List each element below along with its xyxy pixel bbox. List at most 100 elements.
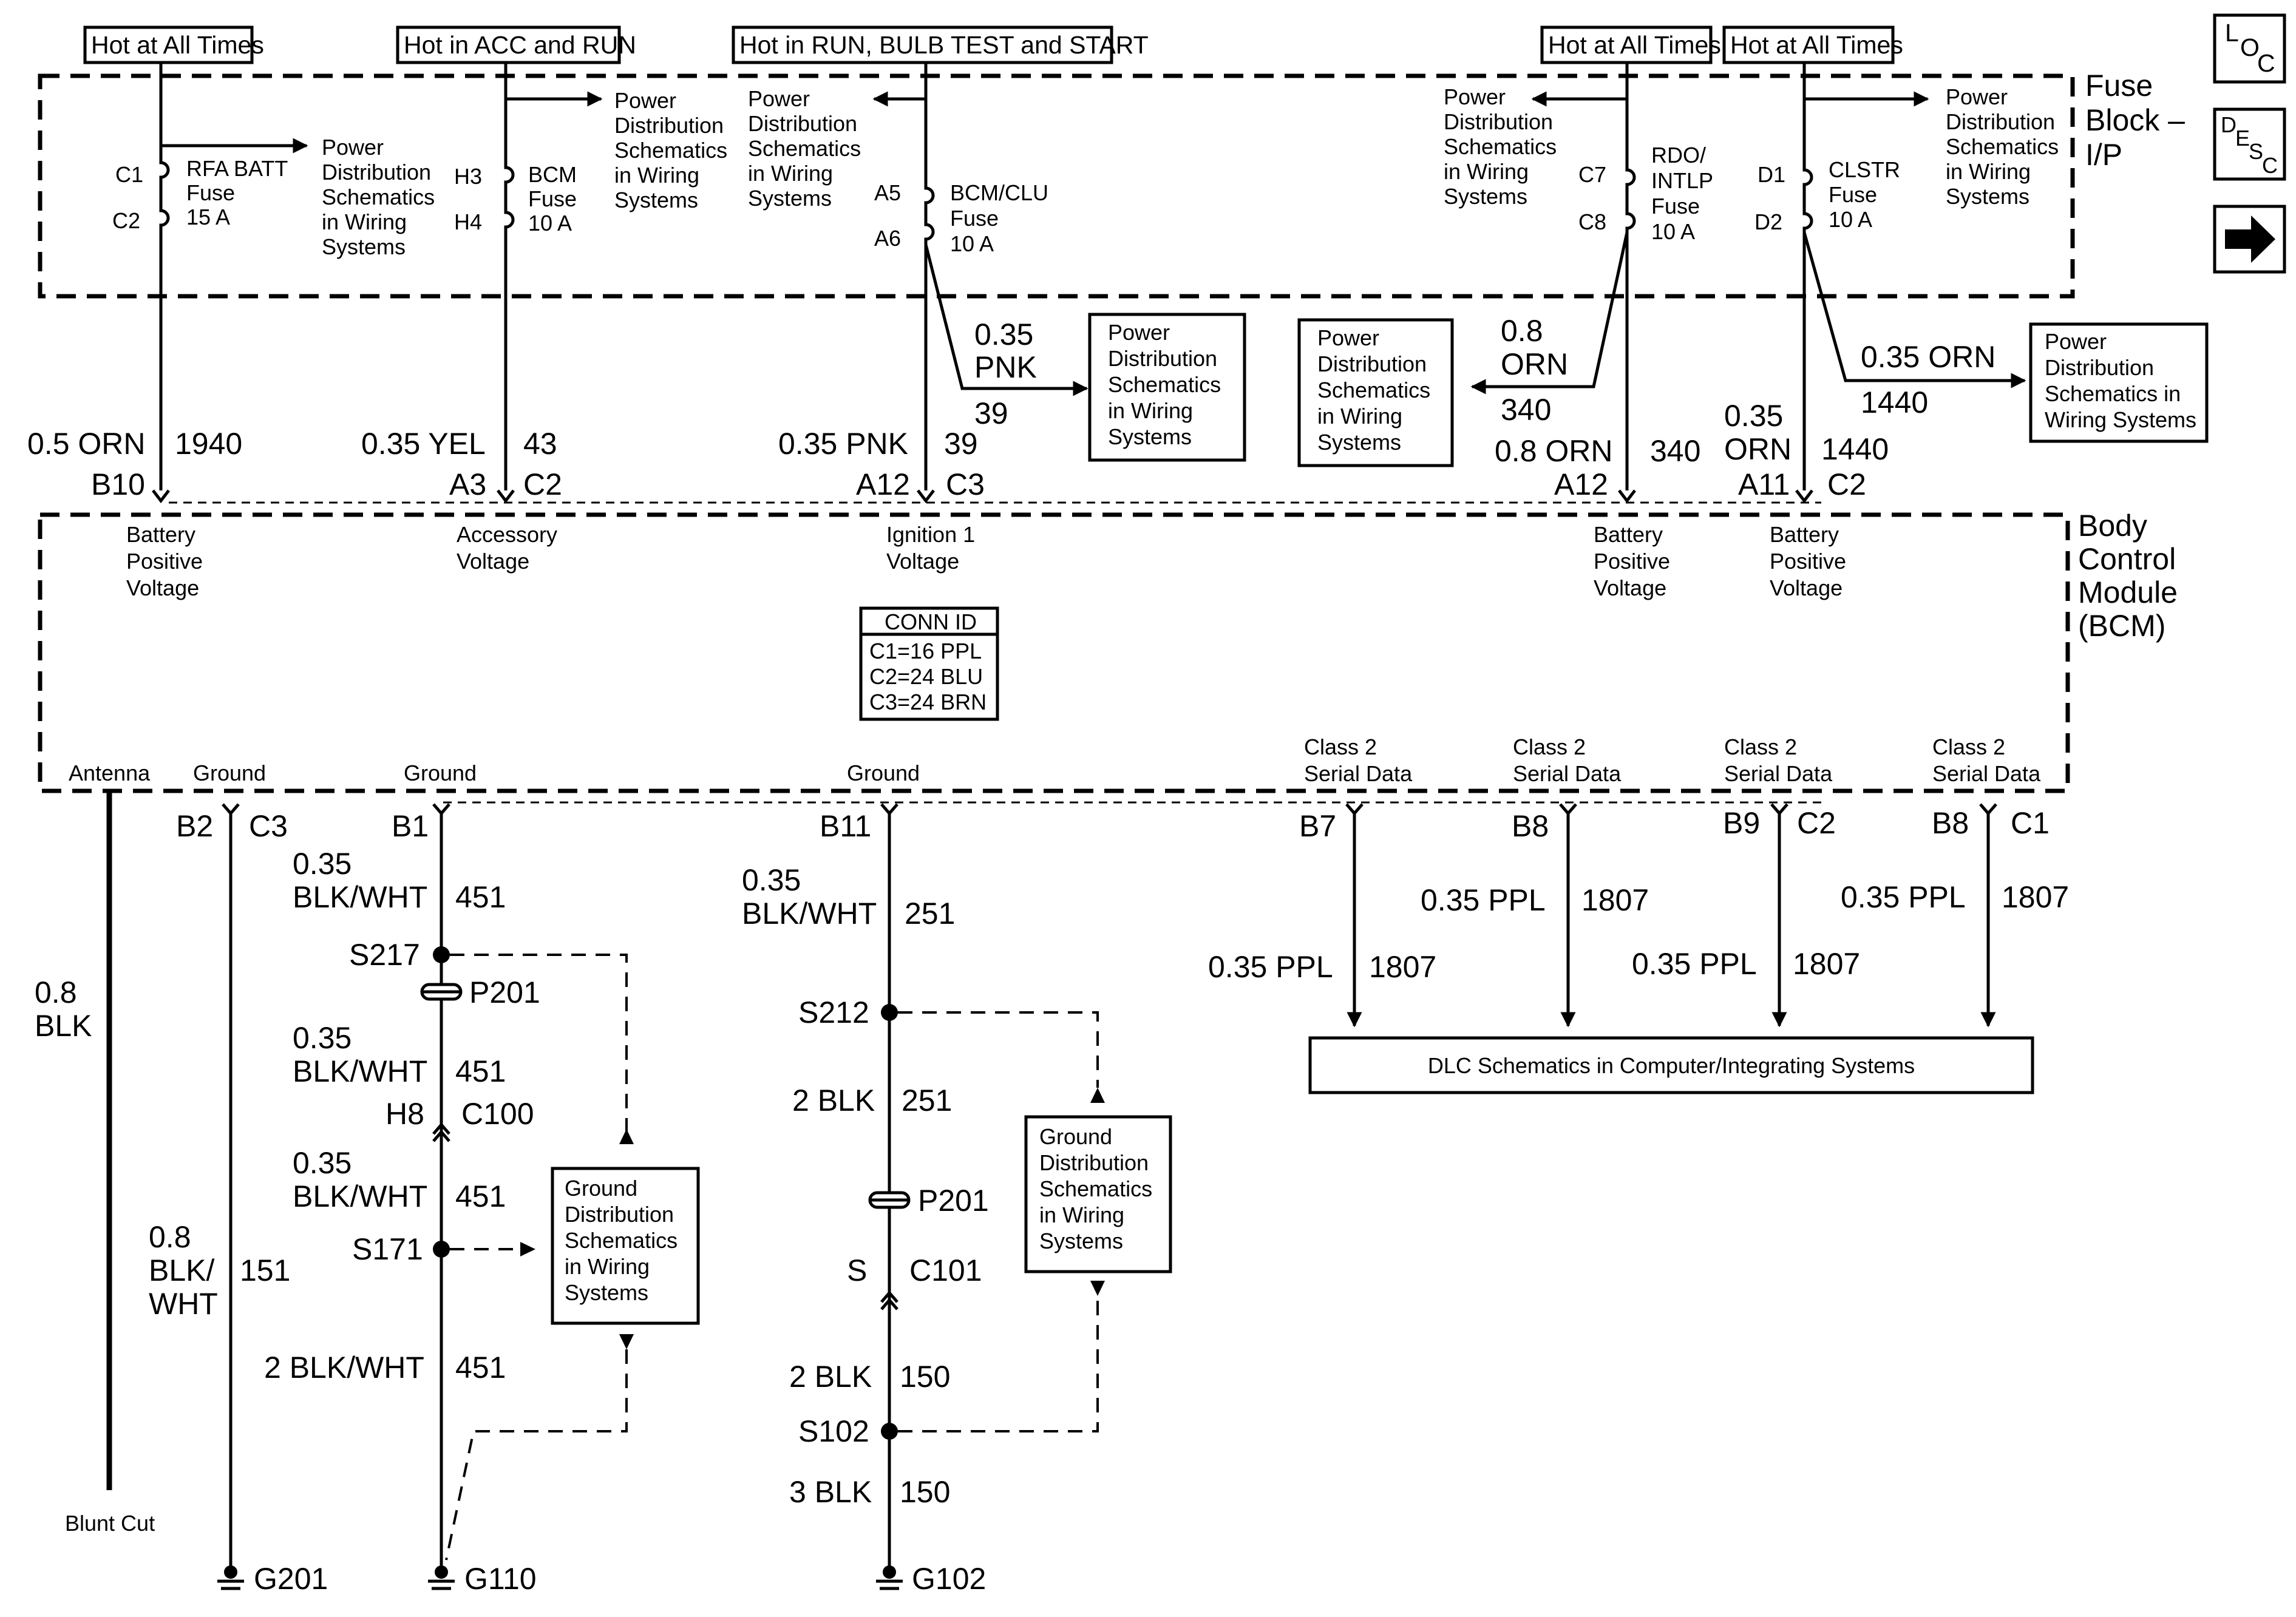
svg-text:2 BLK: 2 BLK — [792, 1083, 875, 1117]
svg-text:Serial Data: Serial Data — [1932, 761, 2041, 786]
svg-text:150: 150 — [900, 1475, 950, 1509]
fuse-block-outline — [38, 73, 2075, 299]
svg-text:0.35: 0.35 — [974, 317, 1033, 351]
svg-text:in Wiring: in Wiring — [1444, 159, 1529, 184]
svg-text:C3: C3 — [946, 467, 985, 501]
desc-button[interactable]: D E S C — [2213, 107, 2286, 181]
svg-text:0.8 ORN: 0.8 ORN — [1495, 434, 1613, 468]
svg-text:Fuse: Fuse — [528, 186, 577, 211]
svg-text:RFA BATT: RFA BATT — [186, 156, 288, 181]
svg-text:10 A: 10 A — [950, 231, 994, 256]
ref-ground-g3: Ground Distribution Schematics in Wiring… — [1024, 1115, 1172, 1273]
svg-text:Fuse: Fuse — [186, 180, 235, 205]
svg-text:Distribution: Distribution — [565, 1202, 674, 1227]
svg-text:B8: B8 — [1932, 806, 1969, 840]
svg-text:BLK/WHT: BLK/WHT — [293, 1179, 427, 1213]
svg-text:Distribution: Distribution — [1039, 1150, 1149, 1175]
svg-text:1807: 1807 — [1581, 883, 1649, 917]
svg-text:Voltage: Voltage — [126, 575, 199, 600]
svg-text:B8: B8 — [1512, 809, 1549, 843]
svg-text:340: 340 — [1650, 434, 1700, 468]
svg-text:Schematics: Schematics — [1317, 378, 1430, 402]
ground-icon — [217, 1565, 244, 1590]
bcm-pin-label-1: Battery Positive Voltage — [126, 522, 203, 600]
class2-label-2: Class 2 Serial Data — [1513, 734, 1622, 786]
svg-text:in Wiring: in Wiring — [614, 163, 699, 188]
svg-text:451: 451 — [455, 1179, 506, 1213]
svg-text:S102: S102 — [798, 1414, 869, 1448]
svg-text:0.35: 0.35 — [293, 1021, 352, 1055]
fuse-block-title-1: Fuse — [2085, 69, 2153, 103]
svg-text:in Wiring: in Wiring — [1317, 404, 1402, 429]
loc-button[interactable]: L O C — [2213, 13, 2286, 84]
svg-text:A5: A5 — [874, 180, 901, 205]
svg-text:in Wiring: in Wiring — [1039, 1202, 1124, 1227]
svg-text:Systems: Systems — [565, 1280, 648, 1305]
svg-text:Systems: Systems — [614, 188, 698, 212]
svg-text:Schematics in: Schematics in — [2045, 381, 2181, 406]
ground2-label: Ground — [404, 761, 477, 785]
svg-text:Distribution: Distribution — [614, 113, 724, 138]
bcm-input-2: 0.35 YEL 43 A3 C2 — [361, 427, 562, 504]
svg-text:RDO/: RDO/ — [1651, 143, 1706, 168]
svg-text:B9: B9 — [1723, 806, 1760, 840]
svg-text:2 BLK/WHT: 2 BLK/WHT — [264, 1351, 424, 1385]
svg-text:Systems: Systems — [322, 234, 406, 259]
svg-text:A6: A6 — [874, 226, 901, 251]
svg-text:C101: C101 — [909, 1253, 982, 1287]
bcm-pin-label-2: Accessory Voltage — [457, 522, 557, 574]
svg-text:3 BLK: 3 BLK — [789, 1475, 872, 1509]
svg-text:Schematics: Schematics — [1039, 1176, 1152, 1201]
svg-text:Hot in RUN, BULB TEST and STAR: Hot in RUN, BULB TEST and START — [739, 31, 1149, 59]
ground-icon — [428, 1565, 455, 1590]
svg-text:Hot at All Times: Hot at All Times — [91, 31, 264, 59]
svg-text:Ground: Ground — [565, 1176, 637, 1201]
svg-text:Systems: Systems — [1946, 184, 2029, 209]
svg-text:C1=16 PPL: C1=16 PPL — [869, 639, 982, 663]
svg-text:BLK: BLK — [35, 1009, 92, 1043]
ground-icon — [876, 1565, 903, 1590]
svg-text:in Wiring: in Wiring — [1946, 159, 2031, 184]
svg-text:Positive: Positive — [1770, 549, 1846, 574]
svg-text:A11: A11 — [1738, 467, 1790, 501]
svg-text:S212: S212 — [798, 995, 869, 1029]
svg-text:251: 251 — [905, 897, 955, 931]
svg-text:B7: B7 — [1299, 809, 1336, 843]
svg-text:Distribution: Distribution — [322, 160, 431, 185]
svg-text:Power: Power — [2045, 329, 2107, 354]
svg-text:Power: Power — [1444, 84, 1506, 109]
svg-text:Distribution: Distribution — [1946, 109, 2055, 134]
svg-text:150: 150 — [900, 1360, 950, 1394]
svg-text:Fuse: Fuse — [1829, 182, 1877, 207]
svg-text:(BCM): (BCM) — [2078, 609, 2165, 643]
svg-text:ORN: ORN — [1724, 432, 1792, 466]
svg-text:BLK/: BLK/ — [149, 1253, 215, 1287]
conn-id-table: CONN ID C1=16 PPL C2=24 BLU C3=24 BRN — [859, 606, 999, 721]
svg-text:D2: D2 — [1754, 209, 1782, 234]
bcm-module: Body Control Module (BCM) Battery Positi… — [38, 509, 2178, 793]
svg-text:S171: S171 — [352, 1232, 423, 1266]
class2-wire-3: B9 C2 0.35 PPL 1807 — [1632, 803, 1860, 1028]
next-arrow-button[interactable] — [2213, 205, 2286, 274]
svg-text:C2: C2 — [1827, 467, 1866, 501]
svg-text:Schematics: Schematics — [1946, 134, 2059, 159]
ref-power-bcm: Power Distribution Schematics in Wiring … — [614, 88, 727, 212]
svg-text:C2: C2 — [523, 467, 562, 501]
svg-text:Hot at All Times: Hot at All Times — [1730, 31, 1903, 59]
antenna-wire: 0.8 BLK Blunt Cut — [35, 791, 155, 1536]
svg-text:in Wiring: in Wiring — [322, 209, 407, 234]
svg-text:340: 340 — [1501, 393, 1551, 427]
svg-text:451: 451 — [455, 1054, 506, 1088]
passthrough-icon — [868, 1191, 911, 1209]
svg-text:Positive: Positive — [1594, 549, 1670, 574]
svg-text:1807: 1807 — [1369, 950, 1436, 984]
svg-text:BLK/WHT: BLK/WHT — [293, 1054, 427, 1088]
ref-power-clstr: Power Distribution Schematics in Wiring … — [1946, 84, 2059, 209]
svg-text:451: 451 — [455, 1351, 506, 1385]
svg-text:CONN ID: CONN ID — [885, 609, 977, 634]
svg-text:C7: C7 — [1578, 162, 1606, 187]
svg-text:0.35 ORN: 0.35 ORN — [1861, 340, 1995, 374]
svg-text:DLC Schematics in Computer/Int: DLC Schematics in Computer/Integrating S… — [1428, 1053, 1915, 1078]
svg-text:C1: C1 — [115, 162, 143, 187]
svg-text:C1: C1 — [2011, 806, 2050, 840]
